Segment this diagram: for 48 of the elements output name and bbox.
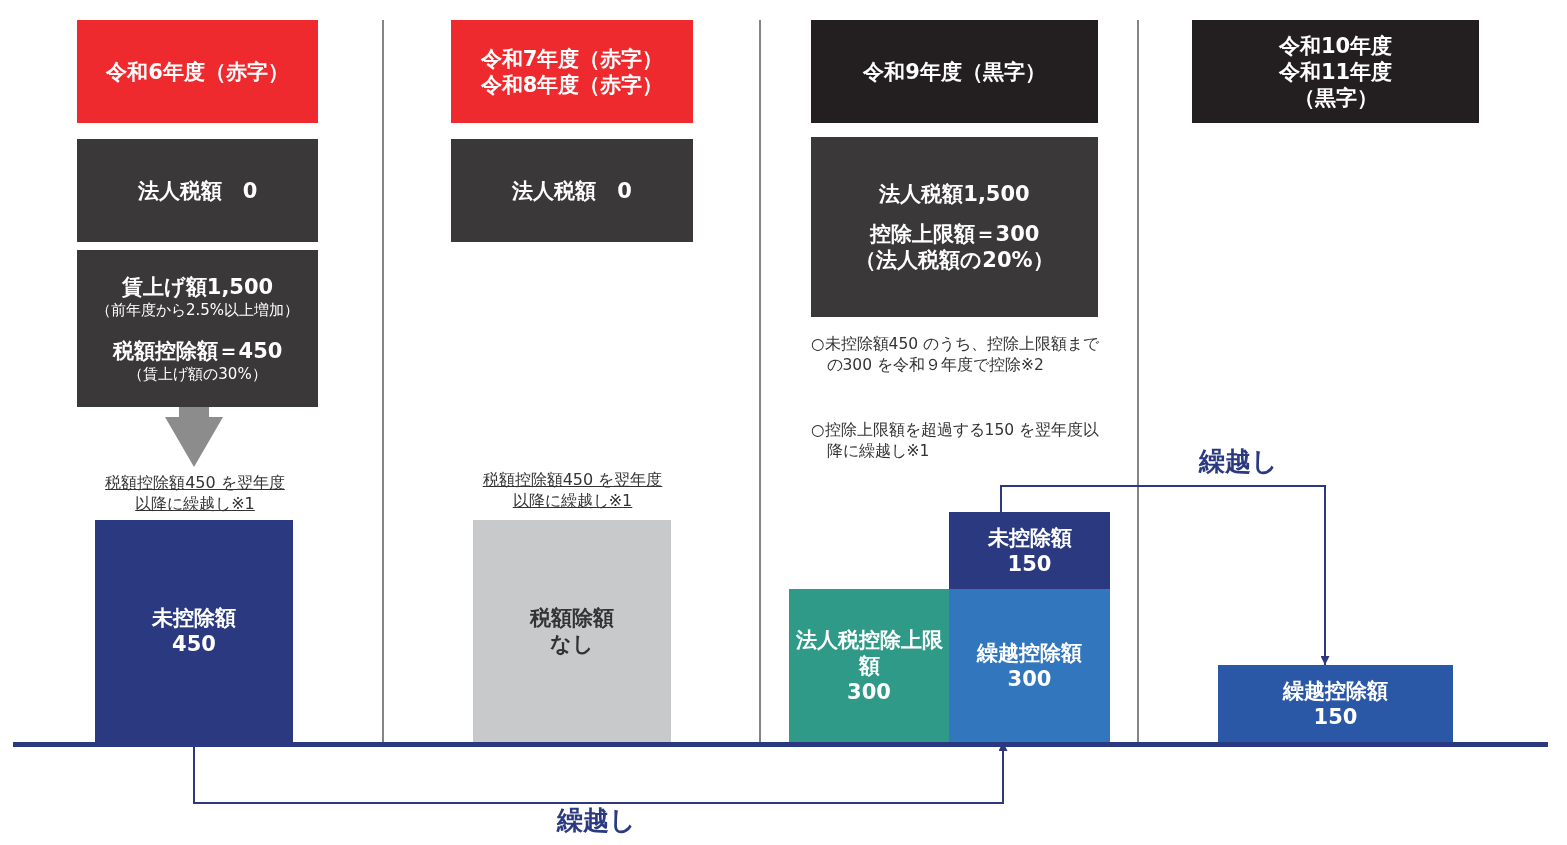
box-text: （黒字） — [1293, 84, 1378, 111]
box-text: 300 — [847, 678, 891, 705]
elbow-arrow — [1000, 485, 1330, 666]
box-text: 法人税額1,500 — [879, 181, 1030, 207]
box-text: 税額除額 — [530, 605, 614, 631]
sub-text: （前年度から2.5%以上増加） — [95, 299, 300, 320]
bar — [949, 589, 1110, 742]
box-text: 繰越控除額 — [977, 639, 1082, 666]
bar — [95, 520, 293, 742]
box-text: 繰越控除額 — [1283, 677, 1388, 704]
bar — [949, 512, 1110, 589]
note-text: ○控除上限額を超過する150 を翌年度以降に繰越し※1 — [811, 420, 1101, 462]
box-text: 150 — [1007, 550, 1052, 577]
box-text: 控除上限額＝300 — [869, 221, 1040, 247]
header-box — [811, 20, 1098, 123]
box-text: 未控除額 — [987, 524, 1072, 551]
note-text: 税額控除額450 を翌年度以降に繰越し※1 — [481, 469, 664, 511]
bar — [789, 589, 949, 742]
note-text: ○未控除額450 のうち、控除上限額までの300 を令和９年度で控除※2 — [811, 334, 1101, 376]
box-text: 税額控除額＝450 — [112, 337, 283, 364]
box-text: 法人税額 0 — [512, 177, 632, 204]
box-text: 150 — [1313, 703, 1358, 730]
box-text: 令和8年度（赤字） — [480, 71, 664, 98]
sub-text: （賃上げ額の30%） — [128, 363, 267, 384]
block-arrow — [165, 407, 223, 467]
tax-box — [451, 139, 693, 242]
header-box — [451, 20, 693, 123]
box-text: 令和7年度（赤字） — [480, 45, 664, 72]
box-text: 令和10年度 — [1278, 32, 1393, 59]
box-text: 450 — [172, 631, 216, 657]
box-text: 法人税控除上限額 — [794, 626, 944, 679]
tax-box — [77, 139, 318, 242]
box-text: （法人税額の20%） — [855, 247, 1054, 273]
bar — [1218, 665, 1453, 742]
note-text: 税額控除額450 を翌年度以降に繰越し※1 — [100, 471, 290, 515]
info-box — [77, 250, 318, 407]
header-box — [77, 20, 318, 123]
box-text: 令和9年度（黒字） — [863, 58, 1046, 85]
box-text: 未控除額 — [152, 605, 236, 631]
info-box — [811, 137, 1098, 317]
box-text: 令和11年度 — [1278, 58, 1393, 85]
box-text: 300 — [1007, 665, 1052, 692]
box-text: 賃上げ額1,500 — [121, 273, 274, 300]
box-text: 法人税額 0 — [137, 177, 258, 204]
bar — [473, 520, 671, 742]
box-text: なし — [550, 631, 594, 657]
box-text: 令和6年度（赤字） — [106, 58, 289, 85]
header-box — [1192, 20, 1479, 123]
